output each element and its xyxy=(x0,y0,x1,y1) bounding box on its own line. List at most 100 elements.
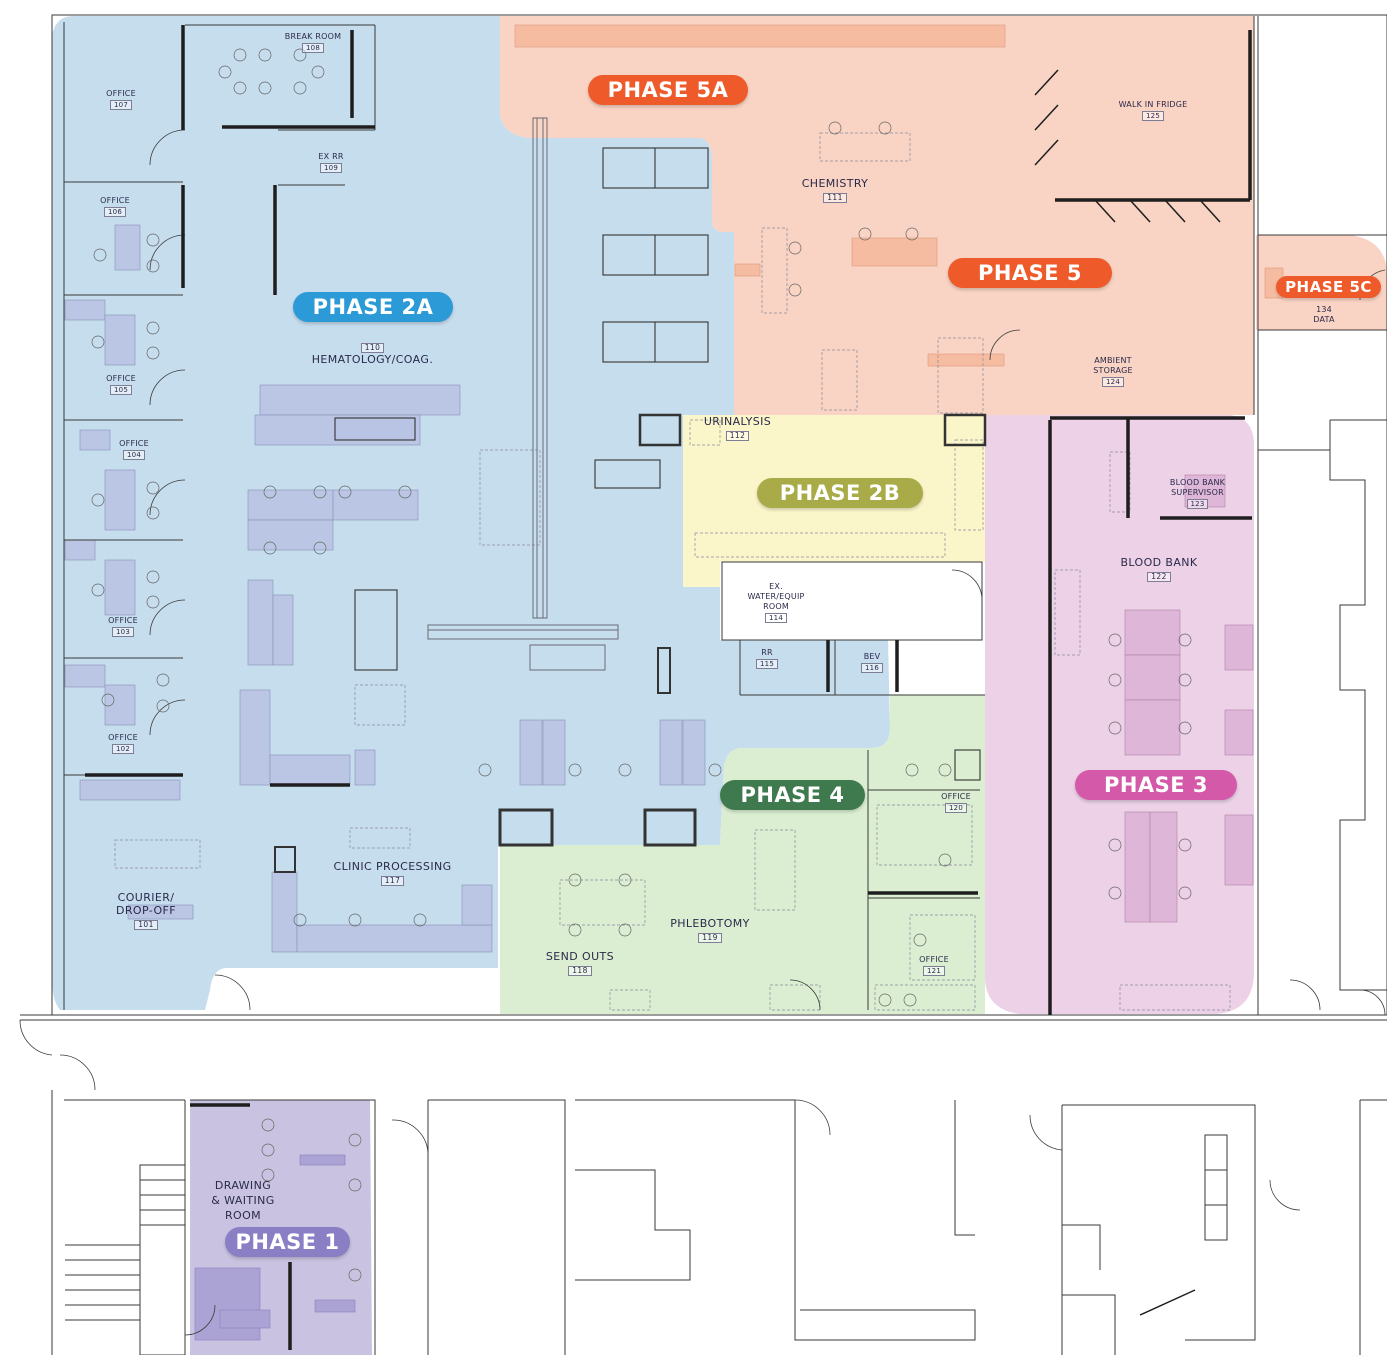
phase-5-badge: PHASE 5 xyxy=(948,258,1112,288)
room-name: EX RR xyxy=(318,152,344,161)
room-name-line: WATER/EQUIP xyxy=(747,592,805,601)
room-chemistry: CHEMISTRY 111 xyxy=(775,177,895,203)
analyzers xyxy=(274,147,987,873)
room-number: 119 xyxy=(698,933,722,943)
casework-orange xyxy=(514,24,1284,367)
room-name-line: BLOOD BANK xyxy=(1169,478,1226,487)
room-office-102: OFFICE 102 xyxy=(92,733,154,754)
room-number: 104 xyxy=(123,450,145,460)
room-walk-in-fridge: WALK IN FRIDGE 125 xyxy=(1100,100,1206,121)
room-ex-rr: EX RR 109 xyxy=(300,152,362,173)
phase-1-badge: PHASE 1 xyxy=(225,1227,350,1257)
room-number: 121 xyxy=(923,966,945,976)
room-data: 134 DATA xyxy=(1298,305,1350,325)
phase-3-badge: PHASE 3 xyxy=(1075,770,1237,800)
room-number: 134 xyxy=(1316,305,1332,314)
room-name: CHEMISTRY xyxy=(801,177,869,190)
room-name: BREAK ROOM xyxy=(284,32,342,41)
room-number: 124 xyxy=(1102,377,1124,387)
room-number: 107 xyxy=(110,100,132,110)
room-name: URINALYSIS xyxy=(703,415,772,428)
zone-phase-3 xyxy=(985,415,1254,1014)
room-number: 116 xyxy=(861,663,883,673)
room-number: 110 xyxy=(360,343,385,353)
room-number: 125 xyxy=(1142,111,1164,121)
room-office-106: OFFICE 106 xyxy=(84,196,146,217)
room-name: OFFICE xyxy=(919,955,949,964)
room-name: WALK IN FRIDGE xyxy=(1118,100,1188,109)
room-office-121: OFFICE 121 xyxy=(910,955,958,976)
room-number: 109 xyxy=(320,163,342,173)
room-name: BLOOD BANK xyxy=(1120,556,1198,569)
conveyor-track xyxy=(427,117,619,671)
room-name: HEMATOLOGY/COAG. xyxy=(311,353,434,366)
room-clinic-processing: CLINIC PROCESSING 117 xyxy=(300,860,485,886)
room-name-line: DROP-OFF xyxy=(116,904,176,917)
room-name-line: COURIER/ xyxy=(117,891,175,904)
phase-2b-badge: PHASE 2B xyxy=(757,478,923,508)
room-send-outs: SEND OUTS 118 xyxy=(530,950,630,976)
room-urinalysis: URINALYSIS 112 xyxy=(690,415,785,441)
room-number: 117 xyxy=(380,876,405,886)
room-number: 111 xyxy=(823,193,847,203)
room-name-line: EX. xyxy=(769,582,783,591)
walls-thin xyxy=(20,14,1387,1355)
room-name: BEV xyxy=(863,652,881,661)
casework-pink xyxy=(1124,474,1254,923)
room-office-104: OFFICE 104 xyxy=(103,439,165,460)
room-number: 123 xyxy=(1186,499,1209,509)
room-number: 101 xyxy=(134,920,158,930)
room-name: OFFICE xyxy=(108,616,138,625)
phase-2a-badge: PHASE 2A xyxy=(293,292,453,322)
room-number: 103 xyxy=(112,627,134,637)
room-name: OFFICE xyxy=(100,196,130,205)
room-number: 115 xyxy=(756,659,778,669)
phase-5c-badge: PHASE 5C xyxy=(1276,276,1381,298)
room-number: 102 xyxy=(112,744,134,754)
room-number: 106 xyxy=(104,207,126,217)
room-office-105: OFFICE 105 xyxy=(90,374,152,395)
room-hematology: 110 HEMATOLOGY/COAG. xyxy=(290,340,455,366)
room-name: PHLEBOTOMY xyxy=(670,917,750,930)
room-office-103: OFFICE 103 xyxy=(92,616,154,637)
room-name-line: AMBIENT xyxy=(1094,356,1132,365)
room-name-line: ROOM xyxy=(763,602,789,611)
room-office-107: OFFICE 107 xyxy=(90,89,152,110)
room-number: 120 xyxy=(945,803,967,813)
fridge-doors xyxy=(1034,69,1221,1316)
room-blood-bank: BLOOD BANK 122 xyxy=(1100,556,1218,582)
room-name: OFFICE xyxy=(108,733,138,742)
room-phlebotomy: PHLEBOTOMY 119 xyxy=(650,917,770,943)
room-name: RR xyxy=(761,648,773,657)
room-name: OFFICE xyxy=(941,792,971,801)
room-blood-bank-supervisor: BLOOD BANK SUPERVISOR 123 xyxy=(1155,478,1240,509)
room-courier: COURIER/ DROP-OFF 101 xyxy=(100,891,192,930)
room-number: 118 xyxy=(568,966,592,976)
room-name-line: SUPERVISOR xyxy=(1171,488,1224,497)
casework-purple xyxy=(194,1154,356,1341)
room-water-equip: EX. WATER/EQUIP ROOM 114 xyxy=(735,582,817,623)
room-number: 112 xyxy=(725,431,750,441)
room-name: DATA xyxy=(1313,315,1335,324)
dashed-equipment xyxy=(114,132,1231,1011)
room-bev: BEV 116 xyxy=(857,652,887,673)
room-name-line: DRAWING xyxy=(214,1179,272,1192)
room-rr-115: RR 115 xyxy=(752,648,782,669)
door-swings xyxy=(19,129,1386,1336)
room-office-120: OFFICE 120 xyxy=(932,792,980,813)
phase-4-badge: PHASE 4 xyxy=(720,780,865,810)
zone-phase-5 xyxy=(500,16,1254,415)
room-name-line: & WAITING xyxy=(211,1194,275,1207)
phase-5a-badge: PHASE 5A xyxy=(588,75,748,105)
room-name-line: ROOM xyxy=(224,1209,262,1222)
room-drawing-waiting: DRAWING & WAITING ROOM xyxy=(195,1178,291,1223)
room-number: 105 xyxy=(110,385,132,395)
room-name: SEND OUTS xyxy=(545,950,615,963)
room-number: 108 xyxy=(302,43,324,53)
room-number: 122 xyxy=(1147,572,1171,582)
chairs xyxy=(91,48,1192,1282)
room-ambient-storage: AMBIENT STORAGE 124 xyxy=(1078,356,1148,387)
room-name: OFFICE xyxy=(106,374,136,383)
room-break-room: BREAK ROOM 108 xyxy=(270,32,356,53)
